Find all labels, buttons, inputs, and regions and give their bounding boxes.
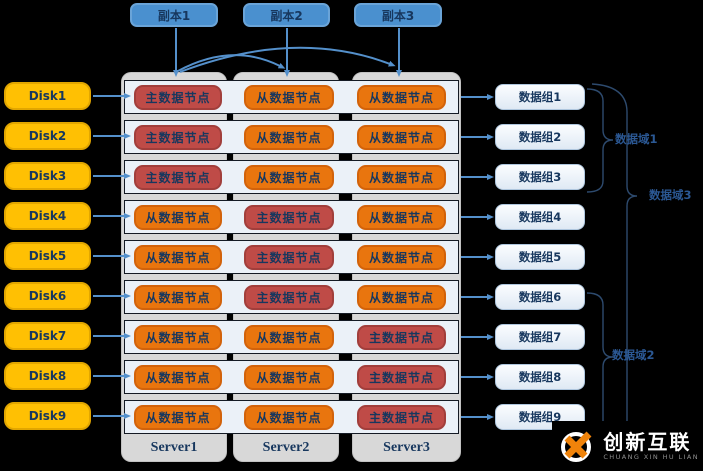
slave-node: 从数据节点 [134,325,222,350]
slave-node: 从数据节点 [244,365,334,390]
slave-node: 从数据节点 [244,165,334,190]
server-row-7: 从数据节点从数据节点主数据节点 [124,320,459,354]
disk-box-7: Disk7 [4,322,91,350]
server2-label: Server2 [262,440,310,455]
domain3-label: 数据域3 [649,188,692,202]
server3-label: Server3 [383,440,430,455]
master-node: 主数据节点 [244,205,334,230]
server-row-2: 主数据节点从数据节点从数据节点 [124,120,459,154]
slave-node: 从数据节点 [357,85,446,110]
slave-node: 从数据节点 [357,125,446,150]
master-node: 主数据节点 [357,405,446,430]
slave-node: 从数据节点 [357,205,446,230]
replication-arc-2 [179,46,396,73]
data-group-box-3: 数据组3 [495,164,585,190]
replication-arc-1 [177,54,286,72]
cx-logo-icon [561,431,592,462]
domain1-brace [586,88,614,193]
domain2-brace [586,292,614,443]
slave-node: 从数据节点 [244,325,334,350]
slave-node: 从数据节点 [244,125,334,150]
disk-box-8: Disk8 [4,362,91,390]
disk-box-5: Disk5 [4,242,91,270]
server-row-4: 从数据节点主数据节点从数据节点 [124,200,459,234]
disk-box-2: Disk2 [4,122,91,150]
slave-node: 从数据节点 [357,165,446,190]
watermark-logo: 创新互联 CHUANG XIN HU LIAN [552,421,703,471]
disk-box-9: Disk9 [4,402,91,430]
slave-node: 从数据节点 [357,245,446,270]
slave-node: 从数据节点 [134,205,222,230]
master-node: 主数据节点 [244,245,334,270]
disk-box-1: Disk1 [4,82,91,110]
data-group-box-6: 数据组6 [495,284,585,310]
server1-label: Server1 [150,440,198,455]
server-row-5: 从数据节点主数据节点从数据节点 [124,240,459,274]
master-node: 主数据节点 [134,165,222,190]
data-group-box-7: 数据组7 [495,324,585,350]
server-row-6: 从数据节点主数据节点从数据节点 [124,280,459,314]
disk-box-4: Disk4 [4,202,91,230]
master-node: 主数据节点 [357,365,446,390]
slave-node: 从数据节点 [134,365,222,390]
master-node: 主数据节点 [357,325,446,350]
disk-box-6: Disk6 [4,282,91,310]
replica-box-1: 副本1 [130,3,218,27]
logo-title: 创新互联 [603,429,692,454]
data-group-box-5: 数据组5 [495,244,585,270]
domain1-label: 数据域1 [615,132,658,146]
slave-node: 从数据节点 [134,245,222,270]
disk-box-3: Disk3 [4,162,91,190]
replica-box-2: 副本2 [243,3,330,27]
domain2-label: 数据域2 [612,348,655,362]
data-group-box-2: 数据组2 [495,124,585,150]
data-group-box-8: 数据组8 [495,364,585,390]
slave-node: 从数据节点 [244,85,334,110]
data-group-box-4: 数据组4 [495,204,585,230]
server-row-3: 主数据节点从数据节点从数据节点 [124,160,459,194]
slave-node: 从数据节点 [244,405,334,430]
master-node: 主数据节点 [134,125,222,150]
slave-node: 从数据节点 [134,285,222,310]
logo-subtitle: CHUANG XIN HU LIAN [603,452,699,461]
master-node: 主数据节点 [244,285,334,310]
data-group-box-1: 数据组1 [495,84,585,110]
master-node: 主数据节点 [134,85,222,110]
server-row-1: 主数据节点从数据节点从数据节点 [124,80,459,114]
server-row-9: 从数据节点从数据节点主数据节点 [124,400,459,434]
slave-node: 从数据节点 [134,405,222,430]
slave-node: 从数据节点 [357,285,446,310]
replica-box-3: 副本3 [354,3,442,27]
server-row-8: 从数据节点从数据节点主数据节点 [124,360,459,394]
